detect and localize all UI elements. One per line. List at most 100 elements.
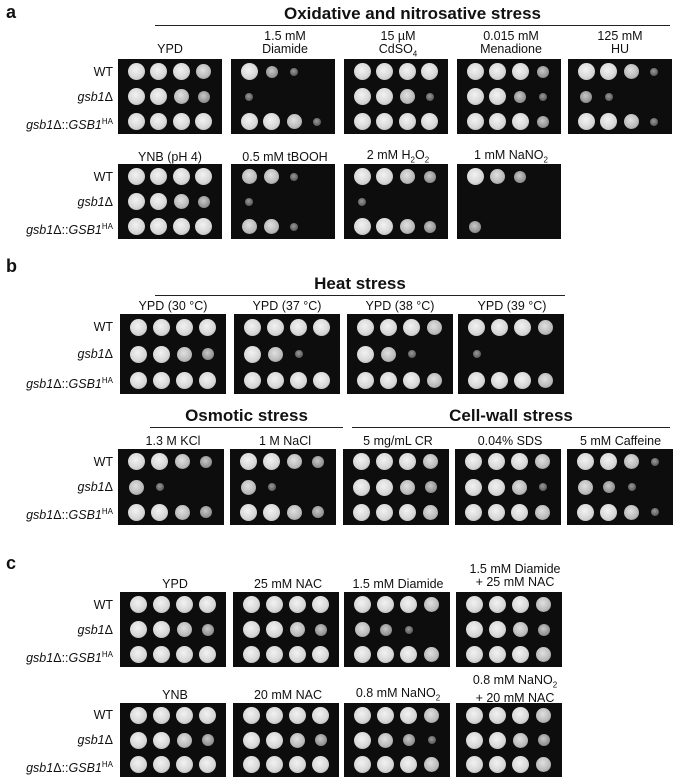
colony-spot (376, 113, 394, 130)
spot-plate-c1-3 (456, 592, 562, 667)
colony-spot (243, 756, 260, 774)
colony-spot (199, 506, 212, 519)
colony-spot (400, 706, 417, 724)
row-label-wt: WT (93, 454, 113, 469)
colony-spot (195, 113, 213, 130)
colony-spot (312, 596, 329, 613)
colony-spot (469, 220, 482, 233)
colony-spot (129, 479, 144, 495)
row-label-complemented: gsb1Δ::GSB1HA (26, 221, 113, 237)
spot-plate-c1-2 (344, 592, 450, 667)
colony-spot (267, 372, 284, 390)
row-label-wt: WT (93, 320, 113, 335)
colony-spot (176, 596, 193, 613)
colony-spot (289, 646, 306, 663)
group-line-oxidative (155, 25, 670, 26)
colony-spot (489, 731, 506, 749)
group-title-oxidative: Oxidative and nitrosative stress (284, 4, 541, 23)
colony-spot (423, 220, 436, 233)
colony-spot (353, 88, 371, 105)
colony-spot (488, 453, 505, 471)
colony-spot (290, 372, 307, 390)
condition-label: YNB (162, 688, 188, 702)
colony-spot (175, 504, 190, 520)
spot-plate-b2-1 (230, 449, 336, 525)
colony-spot (150, 168, 168, 185)
colony-spot (377, 646, 394, 663)
colony-spot (130, 345, 147, 363)
colony-spot (649, 117, 658, 126)
colony-spot (290, 67, 299, 76)
colony-spot (604, 92, 613, 101)
colony-spot (354, 596, 371, 613)
colony-spot (267, 318, 284, 336)
colony-spot (466, 596, 483, 613)
colony-spot (130, 706, 147, 724)
colony-spot (536, 597, 551, 612)
colony-spot (240, 503, 257, 521)
colony-spot (289, 706, 306, 724)
colony-spot (127, 168, 145, 185)
colony-spot (241, 479, 256, 495)
colony-spot (150, 88, 168, 105)
row-label-wt: WT (93, 169, 113, 184)
condition-label: YNB (pH 4) (138, 150, 202, 164)
colony-spot (127, 113, 145, 130)
colony-spot (514, 170, 527, 183)
colony-spot (245, 197, 254, 206)
group-title-heat: Heat stress (314, 274, 406, 293)
colony-spot (376, 88, 394, 105)
colony-spot (354, 706, 371, 724)
colony-spot (376, 503, 393, 521)
colony-spot (199, 372, 216, 390)
colony-spot (153, 621, 170, 638)
colony-spot (357, 372, 374, 390)
condition-label: YPD (39 °C) (477, 299, 547, 313)
colony-spot (424, 707, 439, 723)
colony-spot (400, 596, 417, 613)
colony-spot (313, 318, 330, 336)
colony-spot (421, 63, 439, 80)
colony-spot (424, 481, 437, 493)
colony-spot (512, 479, 527, 495)
spot-plate-a1-4 (568, 59, 672, 134)
colony-spot (313, 372, 330, 390)
colony-spot (176, 646, 193, 663)
colony-spot (153, 372, 170, 390)
colony-spot (153, 706, 170, 724)
colony-spot (153, 646, 170, 663)
colony-spot (130, 646, 147, 663)
colony-spot (155, 483, 164, 491)
colony-spot (289, 756, 306, 774)
group-line-cellwall (352, 427, 670, 428)
group-line-heat (155, 295, 565, 296)
colony-spot (353, 478, 370, 496)
colony-spot (287, 504, 302, 520)
colony-spot (403, 318, 420, 336)
colony-spot (199, 596, 216, 613)
colony-spot (536, 647, 551, 662)
colony-spot (199, 646, 216, 663)
colony-spot (512, 646, 529, 663)
colony-spot (580, 90, 593, 103)
colony-spot (488, 478, 505, 496)
condition-label: 5 mg/mL CR (363, 434, 433, 448)
colony-spot (201, 734, 214, 746)
condition-label: 1.5 mM Diamide (352, 577, 444, 591)
colony-spot (465, 453, 482, 471)
colony-spot (177, 622, 192, 637)
colony-spot (465, 478, 482, 496)
condition-label: YPD (38 °C) (365, 299, 435, 313)
colony-spot (512, 756, 529, 774)
row-label-complemented: gsb1Δ::GSB1HA (26, 649, 113, 665)
condition-label: 5 mM Caffeine (579, 434, 662, 448)
colony-spot (354, 756, 371, 774)
colony-spot (153, 318, 170, 336)
colony-spot (130, 318, 147, 336)
colony-spot (488, 503, 505, 521)
colony-spot (199, 318, 216, 336)
colony-spot (466, 646, 483, 663)
spot-plate-b2-0 (118, 449, 224, 525)
colony-spot (538, 319, 553, 335)
